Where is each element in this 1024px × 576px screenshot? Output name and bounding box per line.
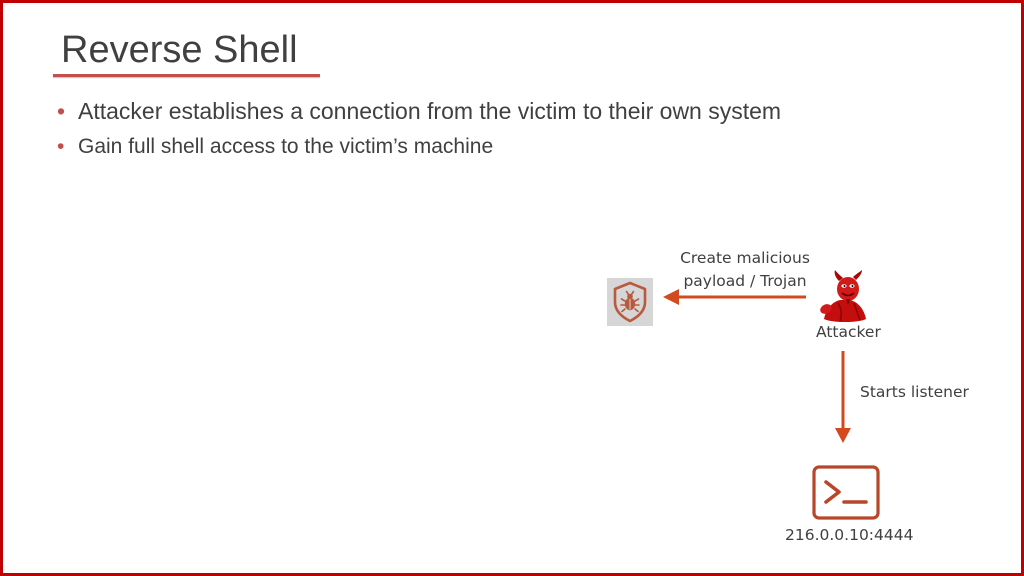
payload-label-line: payload / Trojan — [683, 272, 807, 290]
slide-title: Reverse Shell — [61, 29, 298, 71]
listener-address: 216.0.0.10:4444 — [785, 526, 914, 544]
bullet-item: • Attacker establishes a connection from… — [53, 95, 781, 127]
bullet-marker: • — [57, 98, 66, 124]
payload-label-line: Create malicious — [680, 249, 810, 267]
attacker-label: Attacker — [816, 323, 881, 341]
listener-arrow — [835, 351, 851, 443]
shield-bug-icon — [607, 278, 653, 326]
listener-label: Starts listener — [860, 383, 969, 401]
bullet-item: • Gain full shell access to the victim’s… — [53, 131, 781, 163]
title-underline — [53, 74, 320, 77]
bullet-text: Gain full shell access to the victim’s m… — [78, 135, 494, 158]
terminal-icon — [811, 464, 881, 521]
bullet-text: Attacker establishes a connection from t… — [78, 98, 782, 124]
payload-label: Create malicious payload / Trojan — [667, 247, 823, 293]
devil-icon — [818, 269, 872, 325]
bullet-marker: • — [57, 135, 65, 158]
bullet-list: • Attacker establishes a connection from… — [53, 95, 781, 163]
